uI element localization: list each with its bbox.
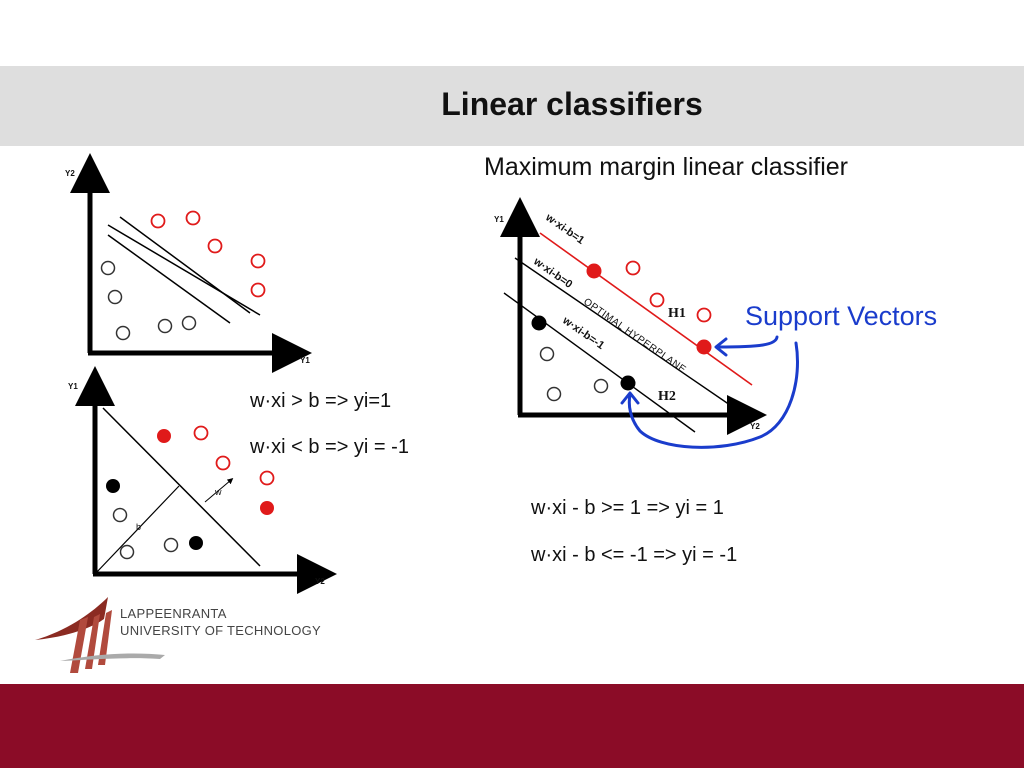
diagram-multiple-separators: Y2 Y1: [65, 153, 312, 373]
label-w-xi-b-minus1: w·xi-b=-1: [559, 314, 606, 352]
university-logo-mark: [35, 597, 165, 673]
red-point: [649, 292, 665, 308]
x-axis-label: Y1: [300, 356, 310, 365]
black-filled-point: [189, 536, 203, 550]
red-point: [150, 213, 166, 229]
support-vector-black: [531, 315, 547, 331]
label-w-xi-b-1: w·xi-b=1: [542, 211, 586, 247]
title-band: [0, 66, 1024, 146]
w-vector: [204, 478, 234, 503]
separator-line: [107, 224, 261, 316]
separator-line: [119, 216, 251, 314]
red-point: [207, 238, 223, 254]
slide-subtitle: Maximum margin linear classifier: [484, 153, 848, 181]
h2-margin-line: [503, 292, 696, 433]
red-point: [259, 470, 275, 486]
black-point: [100, 260, 116, 276]
x-axis-label: Y2: [750, 422, 760, 431]
y-axis-label: Y2: [65, 169, 75, 178]
footer-bar: [0, 684, 1024, 768]
red-point: [696, 307, 712, 323]
equation-right-2: w·xi - b <= -1 => yi = -1: [531, 544, 738, 566]
label-support-vectors: Support Vectors: [745, 301, 937, 331]
black-point: [119, 544, 135, 560]
logo-line-1: LAPPEENRANTA: [120, 606, 227, 621]
black-point: [181, 315, 197, 331]
b-label: b: [136, 522, 141, 532]
normal-line: [94, 485, 180, 575]
equation-left-2: w·xi < b => yi = -1: [250, 436, 409, 458]
diagram-max-margin: Y1 Y2 w·xi-b=1 w·xi-b=0 w·xi-b=-1 OPTIMA…: [494, 197, 937, 449]
logo-line-2: UNIVERSITY OF TECHNOLOGY: [120, 623, 322, 638]
black-point: [115, 325, 131, 341]
y-axis-label: Y1: [68, 382, 78, 391]
equation-right-1: w·xi - b >= 1 => yi = 1: [531, 497, 724, 519]
label-h2: H2: [658, 389, 676, 404]
h1-margin-line: [539, 232, 753, 386]
black-point: [593, 378, 609, 394]
label-h1: H1: [668, 306, 686, 321]
black-point: [163, 537, 179, 553]
red-filled-point: [157, 429, 171, 443]
red-point: [250, 282, 266, 298]
black-point: [112, 507, 128, 523]
optimal-hyperplane-line: [514, 257, 731, 406]
support-vector-black: [620, 375, 636, 391]
red-point: [250, 253, 266, 269]
support-vector-arrow-lower: [620, 341, 799, 449]
support-vector-red: [586, 263, 602, 279]
black-point: [157, 318, 173, 334]
red-filled-point: [260, 501, 274, 515]
black-point: [546, 386, 562, 402]
black-point: [539, 346, 555, 362]
slide-title: Linear classifiers: [441, 86, 703, 122]
red-point: [185, 210, 201, 226]
support-vector-red: [696, 339, 712, 355]
hyperplane-line: [102, 407, 261, 567]
black-point: [107, 289, 123, 305]
support-vector-arrow-upper: [714, 335, 779, 357]
separator-line: [107, 234, 231, 324]
equation-left-1: w·xi > b => yi=1: [250, 390, 392, 412]
x-axis-label: Y2: [315, 577, 325, 586]
black-filled-point: [106, 479, 120, 493]
y-axis-label: Y1: [494, 215, 504, 224]
red-point: [625, 260, 641, 276]
red-point: [215, 455, 231, 471]
diagram-hyperplane-w-b: Y1 Y2 w b: [68, 366, 337, 594]
w-label: w: [214, 487, 222, 497]
red-point: [193, 425, 209, 441]
